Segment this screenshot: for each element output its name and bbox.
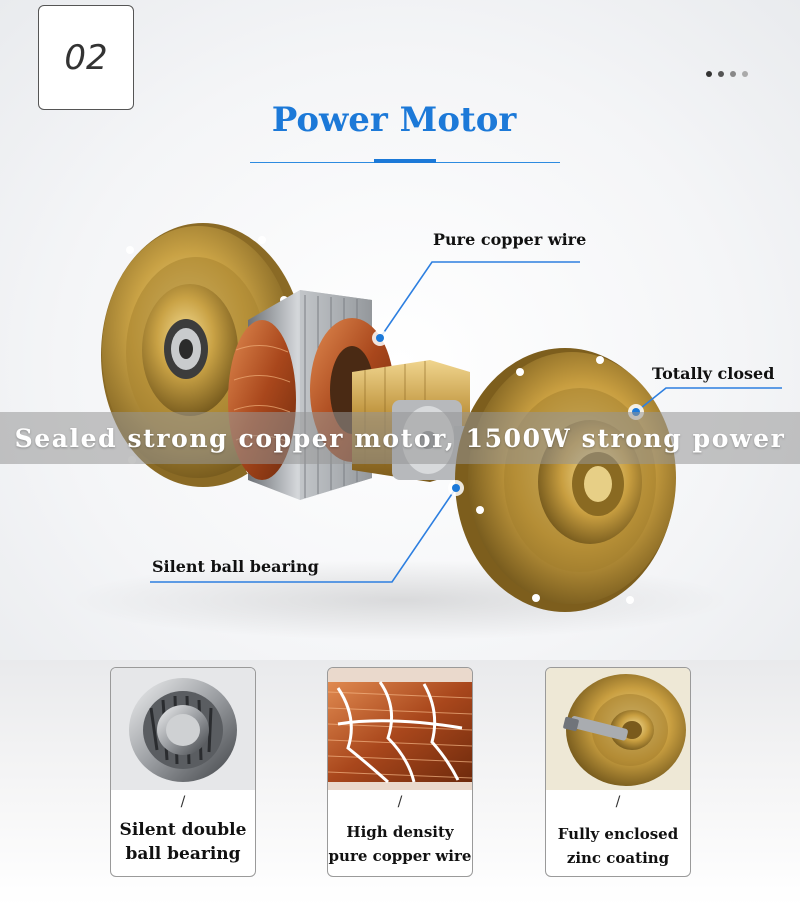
callout-silent-ball-bearing: Silent ball bearing xyxy=(152,557,319,576)
headline-banner: Sealed strong copper motor, 1500W strong… xyxy=(0,412,800,464)
dot-active xyxy=(706,71,712,77)
section-number-badge: 02 xyxy=(38,5,134,110)
page-title: Power Motor xyxy=(271,100,517,140)
dot xyxy=(742,71,748,77)
feature-separator: / xyxy=(180,794,186,810)
copper-coil-icon xyxy=(328,668,472,790)
callout-pure-copper-wire: Pure copper wire xyxy=(433,230,587,249)
feature-separator: / xyxy=(615,794,621,810)
feature-caption-line2: zinc coating xyxy=(566,849,670,867)
feature-card-ball-bearing: / Silent double ball bearing xyxy=(110,667,256,877)
right-end-cap xyxy=(455,348,676,612)
feature-caption-line1: High density xyxy=(346,823,454,841)
motor-illustration xyxy=(70,223,782,640)
callout-totally-closed: Totally closed xyxy=(652,364,775,383)
feature-card-zinc-coating: / Fully enclosed zinc coating xyxy=(545,667,691,877)
feature-card-copper-wire: / High density pure copper wire xyxy=(327,667,473,877)
pagination-dots xyxy=(706,71,748,77)
feature-caption-line2: pure copper wire xyxy=(328,847,472,865)
motor-cover-icon xyxy=(546,668,690,790)
dot xyxy=(730,71,736,77)
headline-text: Sealed strong copper motor, 1500W strong… xyxy=(14,423,786,453)
feature-caption-line2: ball bearing xyxy=(125,844,241,864)
dot xyxy=(718,71,724,77)
callout-lines xyxy=(150,261,782,583)
feature-caption-line1: Silent double xyxy=(119,820,247,840)
feature-caption-line1: Fully enclosed xyxy=(557,825,679,843)
feature-separator: / xyxy=(397,794,403,810)
ball-bearing-icon xyxy=(111,668,255,790)
title-divider-accent xyxy=(374,159,436,163)
